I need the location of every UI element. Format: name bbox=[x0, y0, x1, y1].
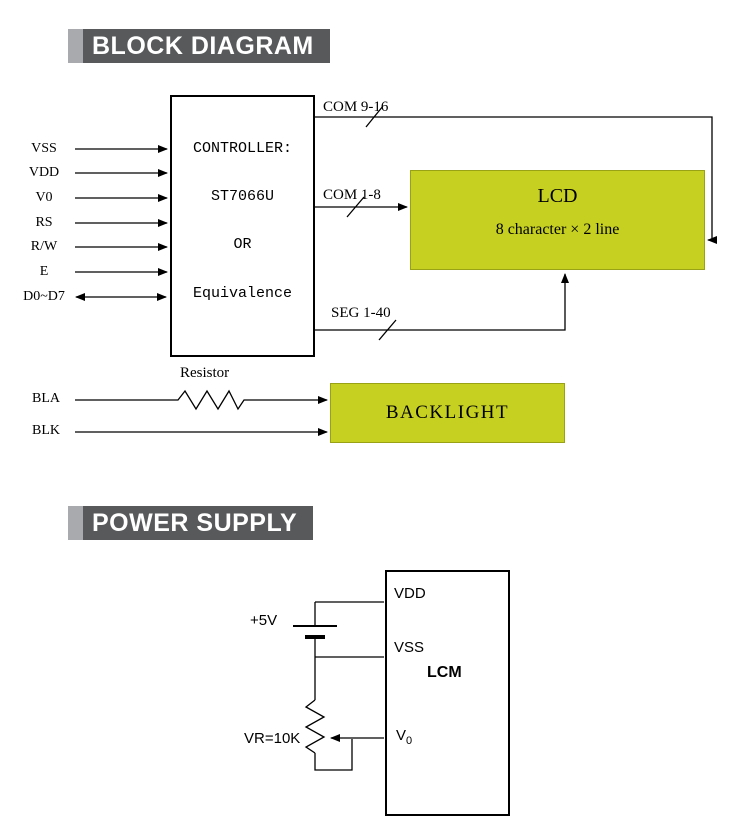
lcd-block: LCD 8 character × 2 line bbox=[410, 170, 705, 270]
lcm-pin-v0-sub: 0 bbox=[406, 735, 413, 747]
backlight-block: BACKLIGHT bbox=[330, 383, 565, 443]
controller-line-1: CONTROLLER: bbox=[192, 140, 293, 157]
lcm-pin-v0-base: V bbox=[396, 727, 407, 744]
power-supply-banner: POWER SUPPLY bbox=[68, 506, 314, 540]
battery-voltage-label: +5V bbox=[250, 612, 278, 629]
controller-line-2: ST7066U bbox=[210, 188, 274, 205]
lcm-pin-vss: VSS bbox=[394, 639, 425, 656]
lcm-pin-vdd: VDD bbox=[394, 585, 426, 602]
com9-16-wire bbox=[315, 116, 717, 244]
potentiometer-bottom-loop bbox=[314, 739, 353, 771]
signal-label-e: E bbox=[39, 264, 49, 279]
com9-16-bus-slash bbox=[365, 105, 384, 128]
bus-label-com1-8: COM 1-8 bbox=[323, 187, 381, 203]
signal-label-blk: BLK bbox=[32, 423, 60, 438]
bla-wire-with-resistor bbox=[75, 389, 328, 411]
power-supply-banner-title: POWER SUPPLY bbox=[83, 506, 314, 540]
seg1-40-bus-slash bbox=[378, 319, 397, 341]
lcm-block: VDD VSS LCM V0 bbox=[385, 570, 510, 816]
resistor-label: Resistor bbox=[180, 365, 230, 381]
potentiometer-zigzag bbox=[304, 699, 326, 754]
controller-line-4: Equivalence bbox=[192, 285, 293, 302]
controller-line-3: OR bbox=[233, 236, 252, 253]
vr-value-label: VR=10K bbox=[244, 730, 301, 747]
signal-label-d0-d7: D0~D7 bbox=[23, 289, 65, 304]
signal-label-bla: BLA bbox=[32, 391, 60, 406]
signal-label-rs: RS bbox=[35, 215, 53, 230]
lcd-subtitle: 8 character × 2 line bbox=[495, 221, 620, 238]
seg1-40-wire bbox=[315, 273, 569, 331]
block-diagram-banner-title: BLOCK DIAGRAM bbox=[83, 29, 330, 63]
controller-box: CONTROLLER: ST7066U OR Equivalence bbox=[170, 95, 315, 357]
bus-label-com9-16: COM 9-16 bbox=[323, 99, 389, 115]
lcm-title: LCM bbox=[427, 664, 462, 681]
signal-label-vss: VSS bbox=[31, 141, 57, 156]
signal-label-vdd: VDD bbox=[28, 165, 60, 180]
bus-label-seg1-40: SEG 1-40 bbox=[331, 305, 391, 321]
lcm-pin-v0: V0 bbox=[396, 728, 412, 749]
banner-accent-bar bbox=[68, 506, 83, 540]
banner-accent-bar bbox=[68, 29, 83, 63]
signal-label-v0: V0 bbox=[35, 190, 53, 205]
block-diagram-banner: BLOCK DIAGRAM bbox=[68, 29, 330, 63]
lcd-title: LCD bbox=[537, 185, 578, 207]
signal-label-rw: R/W bbox=[30, 239, 58, 254]
com1-8-bus-slash bbox=[346, 196, 365, 218]
